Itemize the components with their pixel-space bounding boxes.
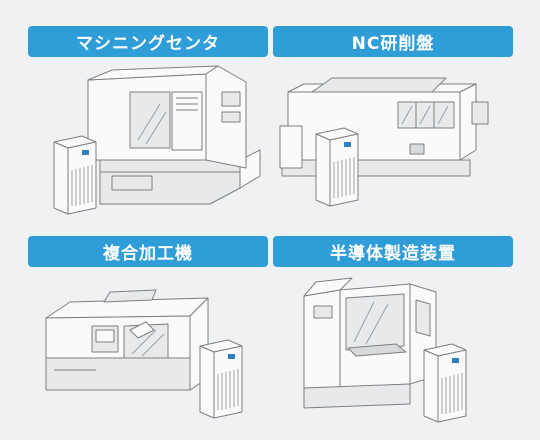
label-semiconductor-equipment: 半導体製造装置 [273, 236, 513, 267]
indicator-icon [344, 142, 351, 147]
semiconductor-equipment-illustration [303, 277, 467, 423]
label-machining-center: マシニングセンタ [28, 26, 268, 57]
label-multitasking-machine: 複合加工機 [28, 236, 268, 267]
nc-grinder-illustration [279, 77, 489, 207]
indicator-icon [228, 354, 235, 359]
multitasking-machine-illustration [45, 289, 243, 419]
indicator-icon [452, 358, 459, 363]
machining-center-illustration [53, 65, 261, 215]
indicator-icon [82, 150, 89, 155]
label-nc-grinder: NC研削盤 [273, 26, 513, 57]
